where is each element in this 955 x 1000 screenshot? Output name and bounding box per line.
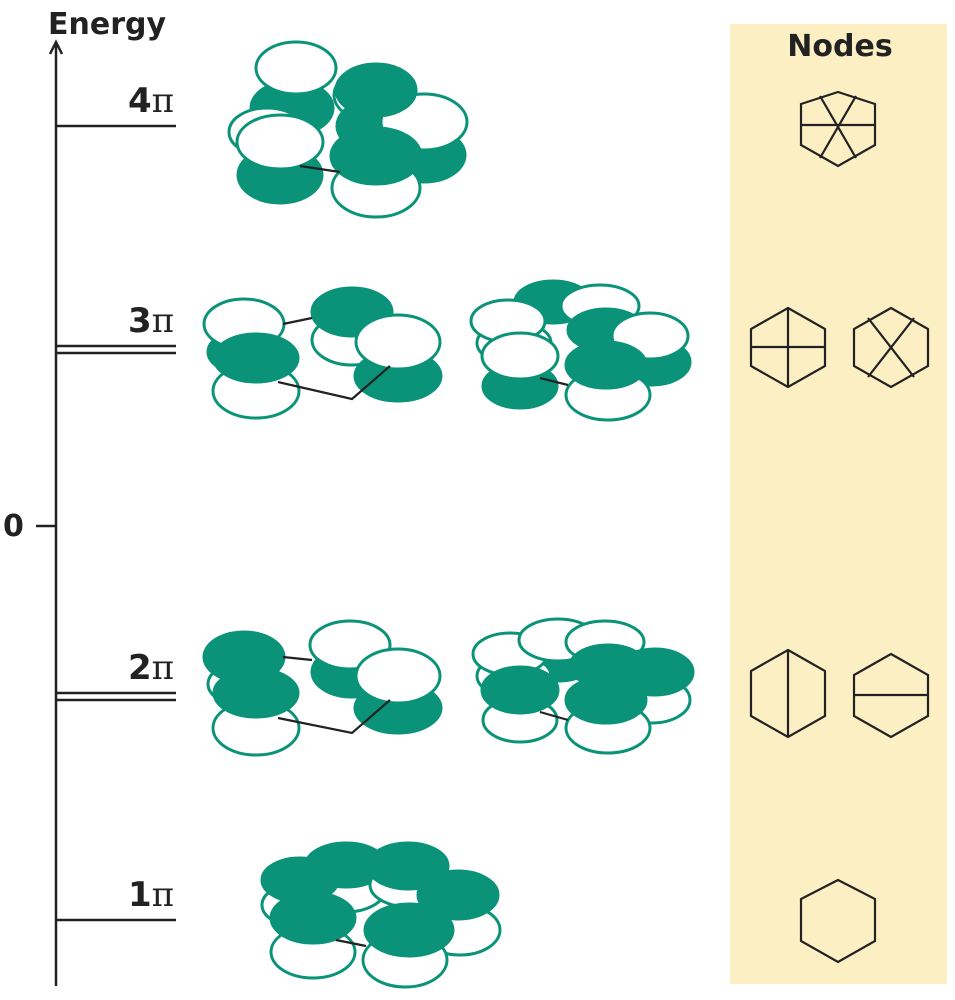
orbital-3pi-a (202, 286, 443, 420)
level-line-2pi (56, 691, 176, 702)
orbital-3pi-b (469, 279, 692, 422)
nodes-title: Nodes (787, 29, 892, 64)
orbital-4pi (227, 40, 469, 219)
level-label-1pi: 1π (128, 875, 174, 915)
hexagon-two-nodes-cross-icon (749, 306, 827, 389)
level-label-3pi: 3π (128, 301, 174, 341)
hexagon-horizontal-node-icon (852, 652, 930, 739)
hexagon-no-nodes-icon (799, 878, 877, 964)
orbital-2pi-a (202, 619, 443, 757)
nodes-panel (730, 24, 947, 984)
hexagon-two-nodes-x-icon (852, 306, 930, 389)
orbital-2pi-b (471, 617, 695, 755)
level-label-2pi: 2π (128, 648, 174, 688)
level-label-4pi: 4π (128, 81, 174, 121)
hexagon-three-nodes-icon (799, 90, 877, 168)
level-line-3pi (56, 344, 176, 355)
hexagon-vertical-node-icon (749, 648, 827, 739)
orbital-1pi (260, 841, 502, 989)
energy-axis (36, 39, 64, 986)
axis-label: Energy (48, 7, 166, 42)
zero-label: 0 (3, 509, 24, 544)
